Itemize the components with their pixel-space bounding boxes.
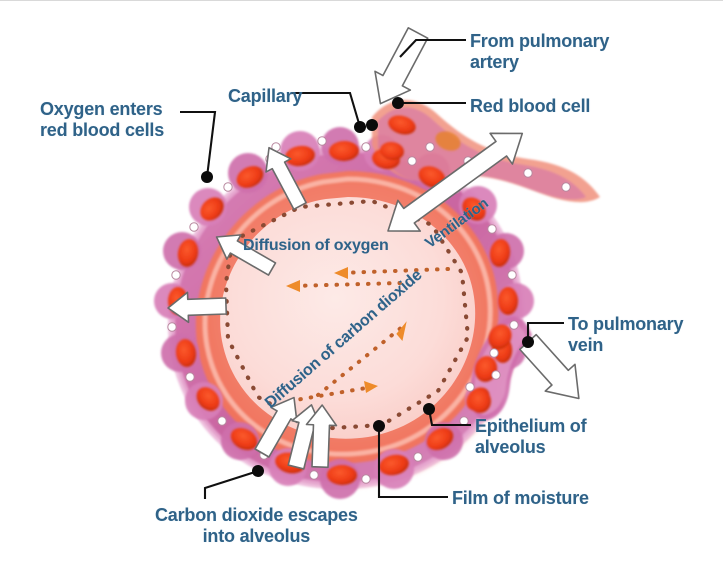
arrow-co2-diffusion-2: [288, 381, 378, 403]
label-carbon-dioxide-escapes: Carbon dioxide escapes into alveolus: [155, 505, 358, 547]
dot-red-blood-cell: [392, 97, 404, 109]
label-diffusion-of-oxygen: Diffusion of oxygen: [243, 237, 389, 254]
leader-from-pulmonary-artery: [399, 38, 466, 58]
leader-oxygen-enters: [180, 110, 217, 178]
dot-oxygen-enters: [201, 171, 213, 183]
arrow-blood-in: [374, 27, 429, 105]
label-to-pulmonary-vein: To pulmonary vein: [568, 314, 684, 356]
arrow-co2-out-1: [254, 396, 298, 458]
label-red-blood-cell: Red blood cell: [470, 96, 591, 116]
leader-to-pulmonary-vein: [526, 321, 564, 342]
leader-lines: [180, 38, 564, 499]
outline-arrows: [167, 27, 580, 470]
arrow-oxygen-into-blood-3: [167, 291, 228, 324]
label-epithelium-of-alveolus: Epithelium of alveolus: [475, 416, 587, 458]
arrow-ventilation: [387, 132, 524, 232]
arrow-oxygen-into-blood-2: [215, 234, 277, 276]
leader-film-of-moisture: [377, 426, 448, 499]
arrow-blood-out: [519, 333, 580, 400]
dot-capillary: [354, 121, 366, 133]
label-from-pulmonary-artery: From pulmonary artery: [470, 31, 610, 73]
arrow-co2-out-3: [305, 404, 338, 469]
leader-carbon-dioxide: [203, 470, 259, 499]
dot-epithelium: [423, 403, 435, 415]
alveolus-interior: [220, 197, 476, 439]
film-of-moisture: [223, 198, 471, 432]
arrow-co2-diffusion-1: [316, 321, 407, 397]
dot-film-moisture: [373, 420, 385, 432]
leader-capillary: [292, 91, 362, 128]
dot-co2-escapes: [252, 465, 264, 477]
dot-pulmonary-artery: [366, 119, 378, 131]
arrow-oxygen-diffusion-2: [286, 280, 402, 292]
arrow-oxygen-into-blood-1: [265, 146, 307, 211]
arrow-oxygen-diffusion-1: [334, 267, 450, 279]
diffusion-flow-arrows: [286, 267, 450, 403]
label-film-of-moisture: Film of moisture: [452, 488, 589, 508]
label-oxygen-enters: Oxygen enters red blood cells: [40, 99, 165, 141]
dot-pulmonary-vein: [522, 336, 534, 348]
label-capillary: Capillary: [228, 86, 303, 106]
leader-dots: [201, 97, 534, 477]
